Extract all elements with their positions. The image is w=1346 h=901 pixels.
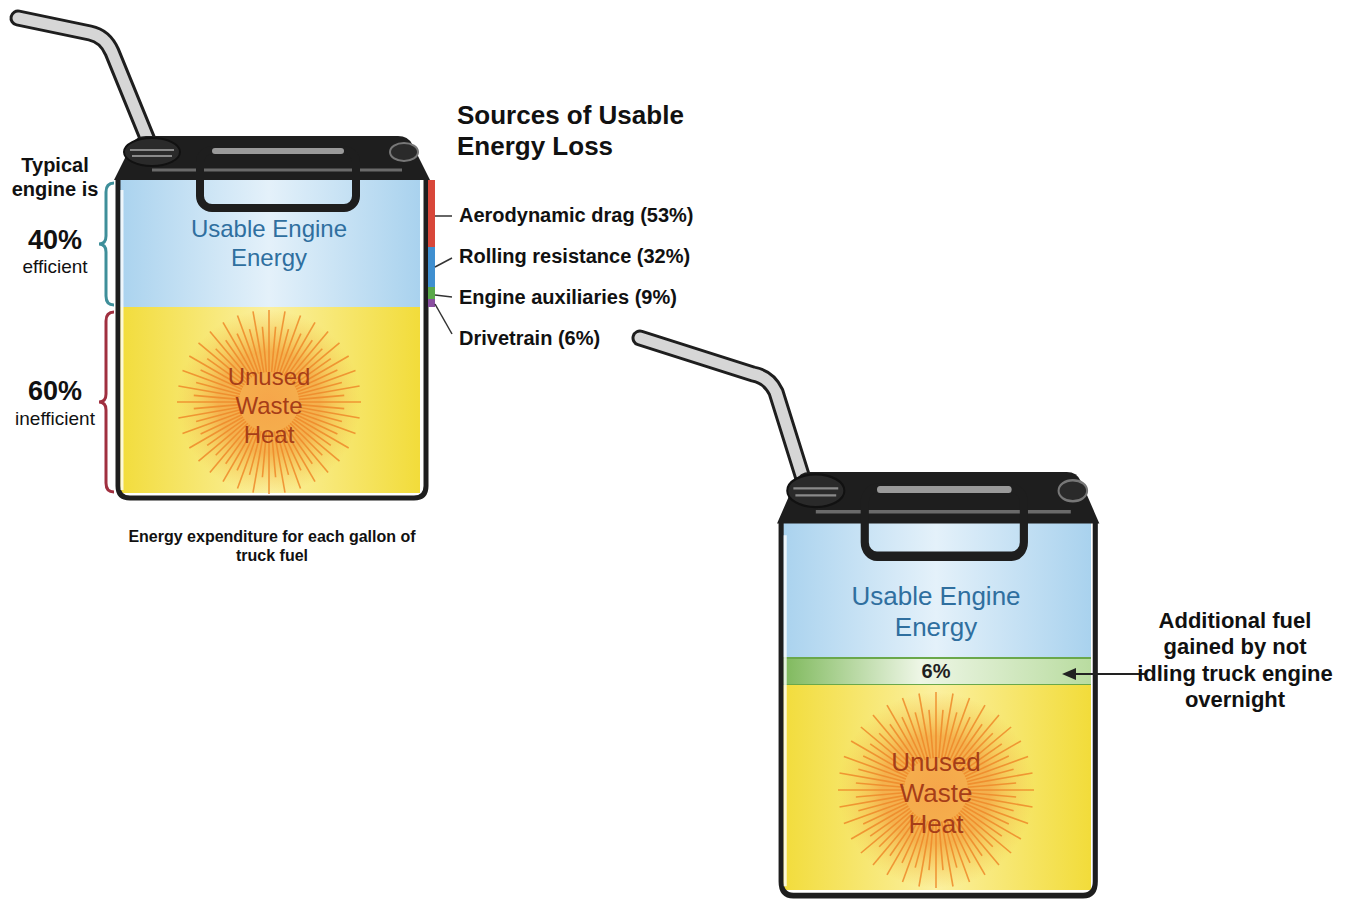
callout-note: Additional fuel gained by not idling tru… xyxy=(1132,608,1338,714)
sunburst-ray xyxy=(968,783,1016,787)
band-text: Unused Waste Heat xyxy=(209,363,329,449)
loss-item: Engine auxiliaries (9%) xyxy=(459,285,677,309)
sunburst-ray xyxy=(861,811,912,853)
sunburst-ray xyxy=(178,407,239,418)
percent-value: 40% xyxy=(5,224,105,256)
savings-band: 6% xyxy=(781,658,1091,685)
energy-band: Usable Engine Energy xyxy=(118,185,420,307)
sunburst-ray xyxy=(194,405,239,409)
waste-heat-band: Unused Waste Heat xyxy=(118,307,420,493)
band-text: Unused Waste Heat xyxy=(871,747,1001,841)
sunburst-ray xyxy=(299,395,344,399)
sunburst-ray xyxy=(199,421,247,461)
sunburst-ray xyxy=(177,401,239,403)
efficiency-note: inefficient xyxy=(5,408,105,431)
sunburst-glow xyxy=(177,310,361,494)
sunburst-ray xyxy=(968,789,1034,791)
figure-caption: Energy expenditure for each gallon of tr… xyxy=(117,527,427,565)
sunburst-ray xyxy=(838,789,904,791)
sunburst-ray xyxy=(856,793,904,797)
waste-heat-band: Unused Waste Heat xyxy=(781,685,1091,890)
loss-item: Aerodynamic drag (53%) xyxy=(459,203,694,227)
band-text: Usable Engine Energy xyxy=(169,215,369,273)
section-heading: Sources of Usable Energy Loss xyxy=(457,100,707,162)
band-text: Usable Engine Energy xyxy=(826,581,1046,643)
loss-item: Drivetrain (6%) xyxy=(459,326,600,350)
sunburst-ray xyxy=(268,310,270,372)
percent-value: 60% xyxy=(5,375,105,407)
loss-item: Rolling resistance (32%) xyxy=(459,244,690,268)
efficiency-note: efficient xyxy=(5,256,105,279)
energy-band: Usable Engine Energy xyxy=(781,529,1091,658)
sunburst-glow xyxy=(838,692,1034,888)
band-text: 6% xyxy=(922,659,951,683)
sunburst-ray xyxy=(299,401,361,403)
sunburst-ray xyxy=(840,796,905,807)
efficiency-heading: Typical engine is xyxy=(5,153,105,201)
